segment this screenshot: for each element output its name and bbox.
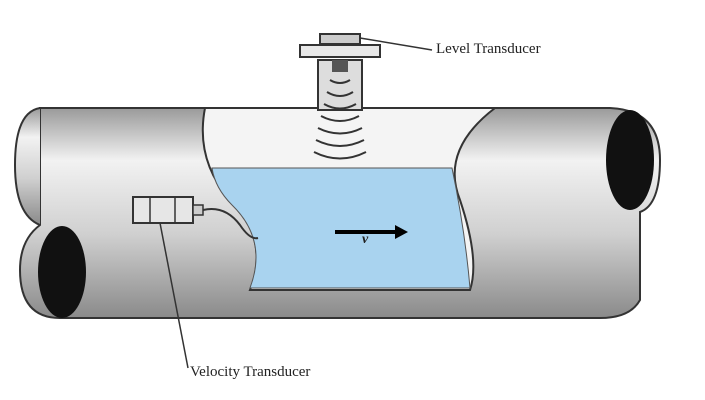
level-leader-line <box>359 37 433 51</box>
pipe-end-left <box>38 226 86 318</box>
flow-arrow <box>335 225 408 239</box>
velocity-transducer <box>132 196 259 240</box>
water <box>211 167 471 289</box>
velocity-symbol: v <box>362 232 369 247</box>
level-transducer-label: Level Transducer <box>436 41 541 57</box>
velocity-leader-line <box>159 222 189 369</box>
velocity-transducer-label: Velocity Transducer <box>190 364 311 380</box>
level-transducer <box>299 33 381 160</box>
pipe-end-right <box>606 110 654 210</box>
